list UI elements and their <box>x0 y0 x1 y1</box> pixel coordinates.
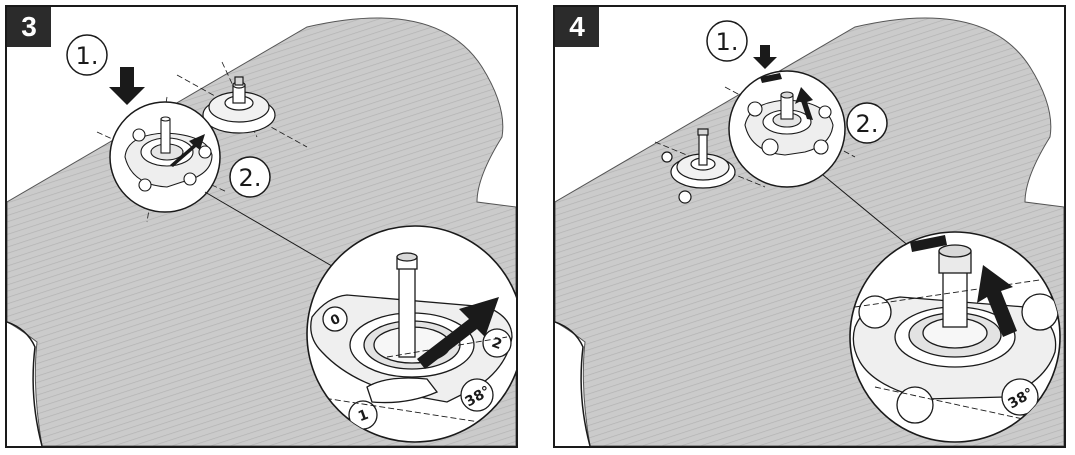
callout-1-circle <box>706 20 748 62</box>
lift-arrow-small <box>795 87 813 120</box>
rim-mark-small <box>760 73 782 83</box>
worktop-front-edge <box>555 321 591 446</box>
step-3-illustration: 1. 2. 0 2 <box>7 17 516 446</box>
callout-1-circle <box>66 34 108 76</box>
small-valve-assembly <box>744 91 834 156</box>
rim-mark <box>910 235 947 252</box>
small-valve-assembly <box>124 116 213 192</box>
step-number-badge: 3 <box>7 7 51 47</box>
installed-valve <box>661 128 736 204</box>
zoom-leader-line <box>204 191 338 270</box>
rotate-arrow-small <box>170 134 205 167</box>
step-3-panel: 3 <box>5 5 518 448</box>
installed-valve <box>202 76 276 134</box>
step-4-panel: 4 <box>553 5 1066 448</box>
callout-2-label: 2. <box>239 164 262 192</box>
step-4-illustration: 1. 2. 38° <box>555 17 1064 446</box>
callout-2-circle <box>846 102 888 144</box>
callout-1-label: 1. <box>76 42 99 70</box>
zoom-leader-line <box>822 174 911 248</box>
callout-2-label: 2. <box>856 110 879 138</box>
callout-2-circle <box>229 156 271 198</box>
zoomed-valve <box>310 252 513 430</box>
callout-1-label: 1. <box>716 28 739 56</box>
lift-arrow <box>977 265 1017 337</box>
rotate-arrow <box>417 297 499 369</box>
press-down-arrow <box>109 67 145 105</box>
press-down-arrow <box>753 45 777 69</box>
worktop-front-edge <box>7 321 43 446</box>
step-number-badge: 4 <box>555 7 599 47</box>
